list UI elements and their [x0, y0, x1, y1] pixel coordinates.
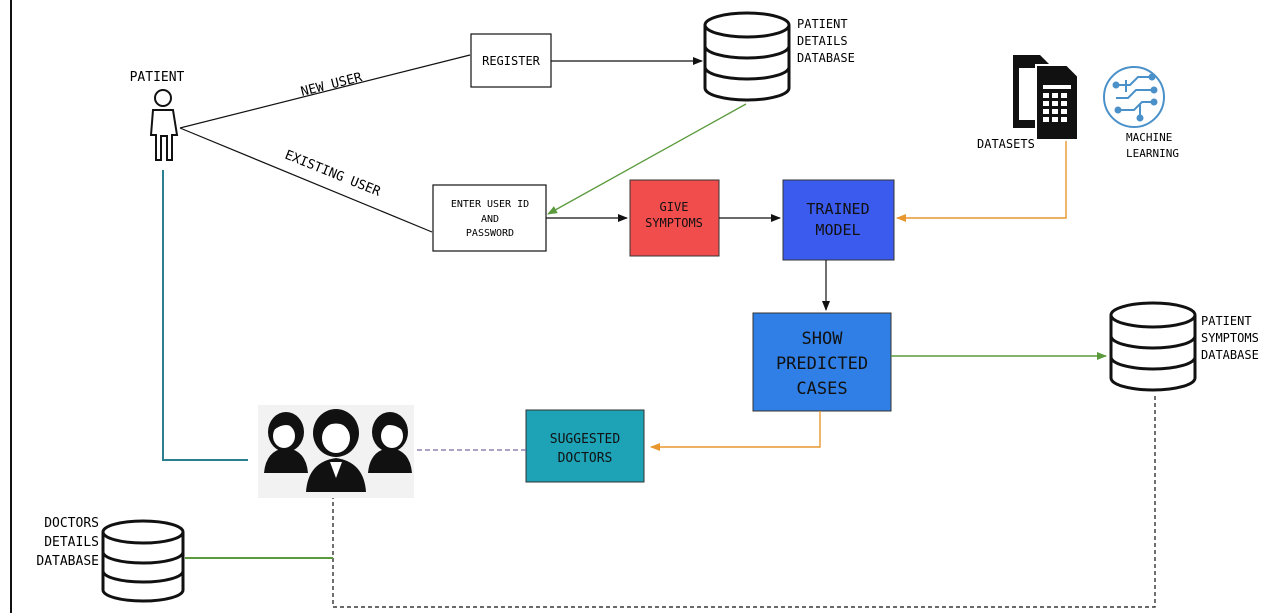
machine-learning-line1: MACHINE [1126, 131, 1172, 144]
show-predicted-box [752, 312, 892, 412]
edge-symptoms-db-doctors [332, 396, 1156, 608]
give-symptoms-box [629, 179, 720, 257]
suggested-doctors-line2: DOCTORS [558, 451, 613, 466]
edge-label-existing-user: EXISTING USER [283, 148, 383, 200]
trained-model-line2: MODEL [815, 221, 860, 239]
doctors-details-db-line3: DATABASE [36, 554, 99, 569]
machine-learning-icon [1103, 66, 1165, 128]
doctors-details-db-line2: DETAILS [44, 535, 99, 550]
suggested-doctors-box [525, 409, 645, 483]
register-label: REGISTER [482, 54, 541, 68]
patient-symptoms-db-line2: SYMPTOMS [1201, 331, 1259, 345]
show-predicted-line1: SHOW [802, 329, 844, 349]
give-symptoms-line1: GIVE [660, 200, 689, 214]
suggested-doctors-line1: SUGGESTED [550, 432, 621, 447]
give-symptoms-line2: SYMPTOMS [645, 216, 703, 230]
doctors-details-db-line1: DOCTORS [44, 516, 99, 531]
show-predicted-line3: CASES [796, 379, 847, 399]
login-box [432, 184, 547, 252]
patient-symptoms-db-line3: DATABASE [1201, 348, 1259, 362]
patient-details-db-label: PATIENT DETAILS DATABASE [797, 17, 855, 65]
patient-details-db-icon [703, 11, 791, 102]
patient-details-db-line1: PATIENT [797, 17, 848, 31]
edge-patient-doctors [162, 170, 248, 461]
edge-datasets-model [896, 140, 1067, 222]
show-predicted-line2: PREDICTED [776, 354, 868, 374]
trained-model-line1: TRAINED [806, 200, 869, 218]
patient-symptoms-db-icon [1109, 301, 1197, 392]
edge-predicted-doctors [650, 411, 821, 451]
doctors-group-icon [258, 405, 414, 498]
datasets-label: DATASETS [977, 137, 1035, 151]
patient-symptoms-db-line1: PATIENT [1201, 314, 1252, 328]
register-box [470, 33, 552, 88]
login-line2: AND [481, 214, 499, 225]
doctors-details-db-icon [101, 519, 185, 603]
datasets-icon [1013, 55, 1079, 141]
edge-existing-user [179, 127, 433, 233]
patient-details-db-line2: DETAILS [797, 34, 848, 48]
trained-model-box [782, 179, 895, 261]
patient-icon [149, 89, 179, 161]
patient-label: PATIENT [130, 70, 185, 85]
login-line1: ENTER USER ID [451, 199, 529, 210]
patient-details-db-line3: DATABASE [797, 51, 855, 65]
login-line3: PASSWORD [466, 228, 514, 239]
edge-db-login [547, 103, 747, 215]
edge-label-new-user: NEW USER [299, 70, 364, 100]
edge-new-user [179, 54, 471, 129]
machine-learning-line2: LEARNING [1126, 147, 1179, 160]
